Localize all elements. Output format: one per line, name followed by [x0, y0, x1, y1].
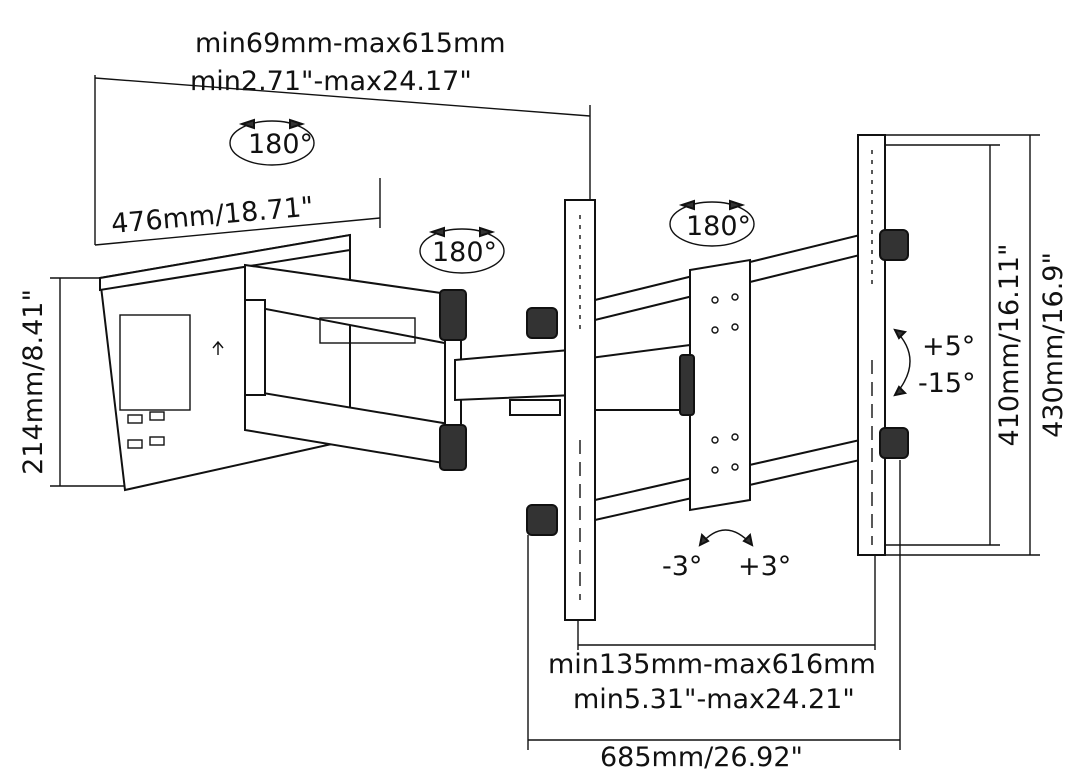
level-indicator: -3° +3° — [662, 529, 791, 582]
tilt-up-label: +5° — [922, 331, 975, 362]
wall-plate-width-label: 476mm/18.71" — [110, 191, 315, 240]
vesa-width-in-label: min5.31"-max24.21" — [573, 684, 855, 715]
wall-plate — [98, 233, 351, 492]
wall-plate-height-label: 214mm/8.41" — [18, 289, 49, 475]
right-vertical-rail — [857, 134, 909, 556]
wall-distance-mm-label: min69mm-max615mm — [195, 28, 506, 59]
wall-plate-width-dimension: 476mm/18.71" — [94, 178, 381, 246]
articulating-arm — [244, 263, 691, 471]
swivel-head-label: 180° — [686, 211, 751, 242]
swivel-head-indicator: 180° — [669, 199, 755, 247]
center-mount-plate — [679, 258, 751, 512]
left-vertical-rail — [526, 199, 596, 621]
total-width-label: 685mm/26.92" — [600, 742, 803, 773]
vesa-width-dimension: min135mm-max616mm min5.31"-max24.21" — [548, 555, 876, 715]
vesa-height-dimension: 410mm/16.11" 430mm/16.9" — [885, 134, 1069, 556]
swivel-arm-indicator: 180° — [419, 226, 505, 274]
tilt-down-label: -15° — [918, 368, 976, 399]
vesa-height-outer-label: 430mm/16.9" — [1038, 252, 1069, 438]
swivel-wall-label: 180° — [248, 129, 313, 160]
level-right-label: +3° — [738, 551, 791, 582]
swivel-arm-label: 180° — [432, 237, 497, 268]
total-width-dimension: 685mm/26.92" — [527, 460, 901, 773]
vesa-height-inner-label: 410mm/16.11" — [994, 244, 1025, 447]
wall-distance-dimension: min69mm-max615mm min2.71"-max24.17" — [94, 28, 591, 245]
level-left-label: -3° — [662, 551, 702, 582]
wall-plate-height-dimension: 214mm/8.41" — [18, 277, 125, 487]
tilt-indicator: +5° -15° — [893, 328, 976, 399]
wall-distance-in-label: min2.71"-max24.17" — [190, 66, 472, 97]
swivel-wall-indicator: 180° — [229, 118, 315, 166]
vesa-width-mm-label: min135mm-max616mm — [548, 649, 876, 680]
